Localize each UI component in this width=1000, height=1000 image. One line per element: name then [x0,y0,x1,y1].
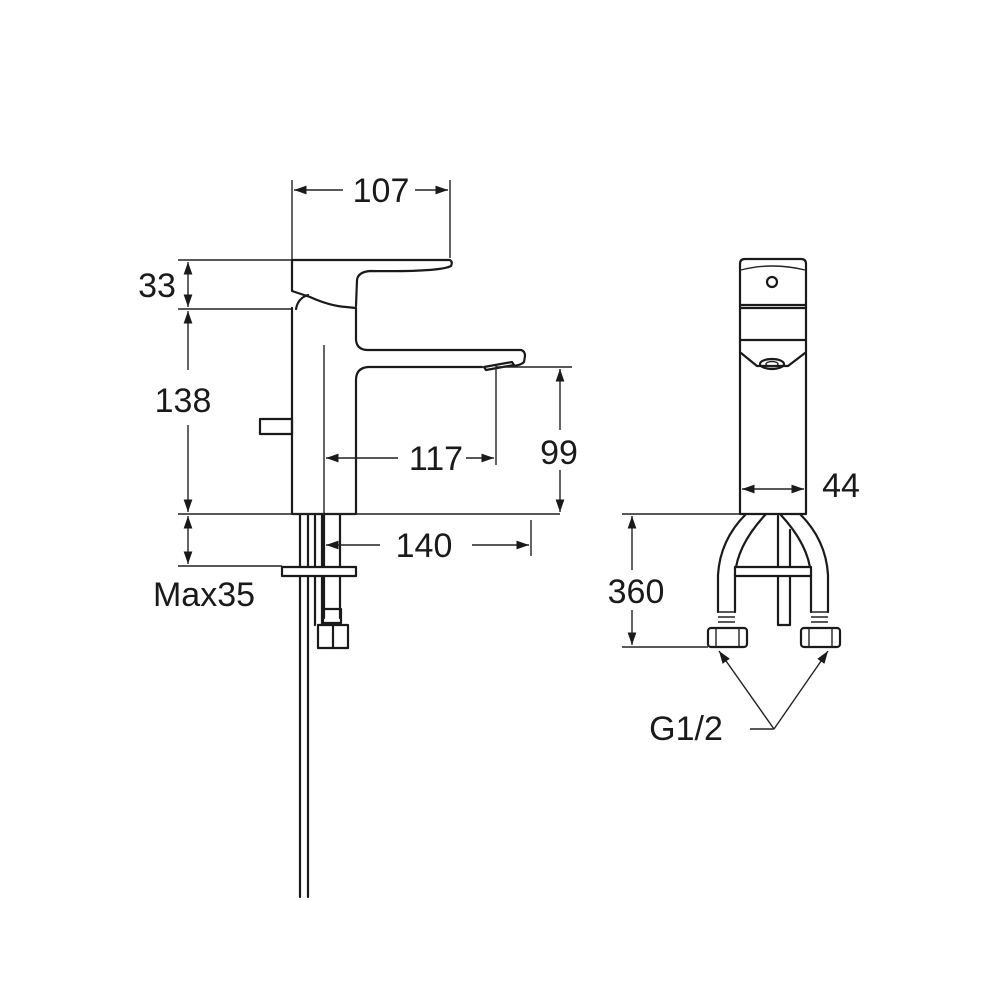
dim-overall-depth: 140 [396,527,453,565]
spout-outline [354,306,527,368]
side-view: 107 33 138 Max35 117 99 140 [138,172,578,899]
dim-handle-height: 33 [138,267,176,305]
dim-max-counter-thickness: Max35 [153,576,255,614]
popup-rod [258,417,294,436]
aerator-front [758,357,786,371]
dim-handle-length: 107 [353,172,410,210]
aerator [482,360,516,372]
front-body-outline [738,257,808,516]
front-view: 44 360 G1/2 [608,257,860,748]
dim-spout-reach: 117 [409,440,463,478]
front-mounting-plate [733,565,813,578]
dim-spout-height: 99 [540,434,578,472]
lever-outline [290,258,453,308]
dim-body-height: 138 [155,382,212,420]
dim-body-width: 44 [822,467,860,505]
dim-connection-thread: G1/2 [649,710,723,748]
dim-hose-length: 360 [608,573,665,611]
hose-nut-right [799,626,842,649]
lever-hole [765,275,779,289]
hose-nut-left [706,626,749,649]
body-outline [290,306,484,516]
mounting-plate [280,565,358,578]
